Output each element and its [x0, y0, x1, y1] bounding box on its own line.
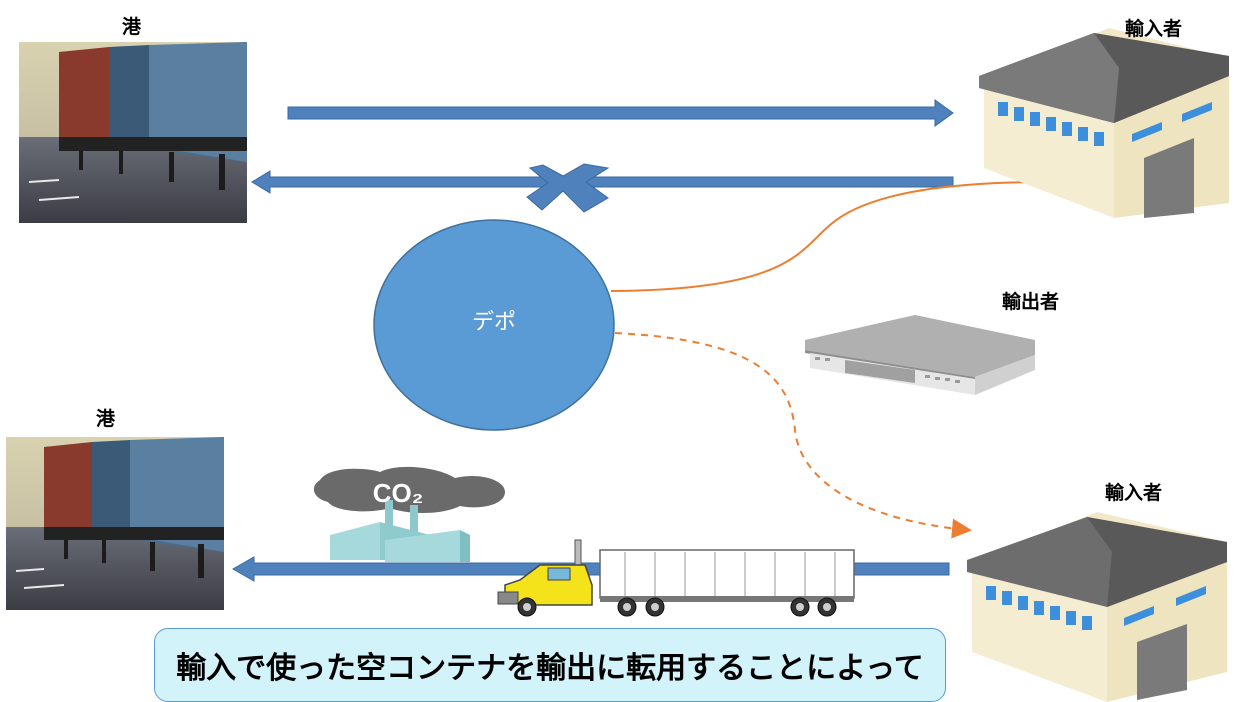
cross-mark-icon: [526, 163, 610, 213]
port-photo-bottom: [6, 437, 224, 610]
co2-label: CO₂: [373, 478, 424, 508]
label-importer-bottom: 輸入者: [1105, 482, 1163, 504]
caption-box: 輸入で使った空コンテナを輸出に転用することによって: [154, 628, 946, 702]
route-depot-to-importer: [610, 181, 1049, 292]
warehouse-icon: [805, 315, 1035, 395]
depot-label: デポ: [471, 310, 516, 335]
warehouse-icon: [979, 28, 1229, 218]
label-exporter: 輸出者: [1002, 291, 1060, 313]
label-importer-top: 輸入者: [1125, 18, 1183, 40]
port-photo-top: [19, 42, 247, 223]
caption-text: 輸入で使った空コンテナを輸出に転用することによって: [176, 651, 924, 686]
label-port-bottom: 港: [96, 408, 116, 430]
arrow-port-to-importer: [287, 99, 954, 127]
depot-node: [373, 219, 615, 431]
warehouse-icon: [967, 512, 1227, 702]
factory-co2-icon: [313, 466, 505, 562]
route-depot-to-importer-dashed: [614, 332, 972, 539]
truck-icon: [497, 539, 855, 617]
arrow-importer-to-port: [251, 170, 954, 194]
label-port-top: 港: [122, 16, 142, 38]
